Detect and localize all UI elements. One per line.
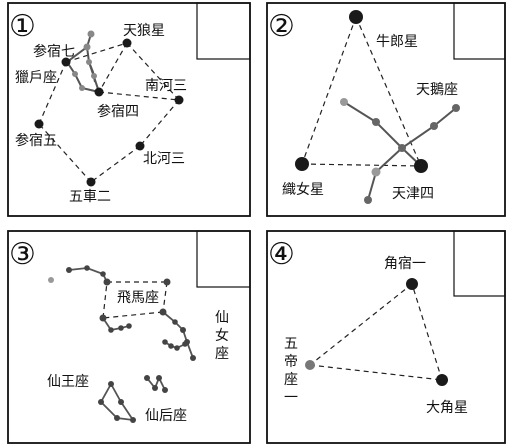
star	[452, 104, 460, 112]
panel-3-diagram: ③ 飛馬座 仙 女 座 仙王座 仙后座	[7, 230, 251, 444]
label-nanhe: 南河三	[145, 78, 187, 94]
star	[72, 71, 78, 77]
panel-1-stars	[34, 30, 184, 187]
panel-2-stars	[295, 10, 460, 204]
star-niulang	[349, 10, 363, 24]
label-wudi-2: 帝	[284, 354, 298, 370]
star	[340, 98, 348, 106]
label-beihe: 北河三	[143, 151, 185, 167]
label-dajiao: 大角星	[426, 400, 468, 416]
panel-2-dashed-lines	[301, 16, 422, 167]
star-tianjin	[414, 159, 428, 173]
label-xiannv-2: 女	[215, 327, 229, 344]
panel-1-corner-box	[196, 2, 251, 60]
panel-4-stars	[305, 278, 448, 386]
panel-4-diagram: ④ 角宿一 五 帝 座 一 大角星	[266, 230, 506, 444]
orion-figure	[66, 33, 100, 93]
label-wudi-1: 五	[284, 336, 298, 352]
panel-2-diagram: ② 牛郎星 天鵝座 織女星 天津四	[266, 2, 506, 217]
label-jiaosu: 角宿一	[384, 255, 426, 272]
panel-2-frame	[266, 2, 506, 217]
panel-1: ① 参宿七 天狼星 獵戶座 南河三 参宿四 参宿五 北河三 五車二	[7, 2, 251, 217]
label-wudi-3: 座	[284, 372, 298, 388]
star-zhinv	[295, 157, 309, 171]
panel-3-frame	[7, 230, 251, 444]
star	[87, 30, 95, 38]
star	[364, 196, 372, 204]
label-xianwang: 仙王座	[47, 374, 89, 390]
label-xiannv-3: 座	[215, 346, 229, 362]
star-shen-wu	[34, 119, 44, 129]
star	[372, 118, 380, 126]
panel-number: ③	[9, 237, 36, 272]
star-shen-si	[94, 87, 104, 97]
label-niulang: 牛郎星	[376, 34, 418, 50]
star-beihe	[135, 141, 145, 151]
label-feima: 飛馬座	[117, 290, 159, 306]
label-shen-si: 参宿四	[97, 103, 139, 120]
star	[83, 43, 91, 51]
panel-4-dashed-triangle	[309, 283, 443, 381]
label-wuche: 五車二	[69, 188, 111, 205]
label-zhinv: 織女星	[282, 181, 324, 198]
panel-2: ② 牛郎星 天鵝座 織女星 天津四	[266, 2, 506, 217]
star	[371, 167, 381, 177]
label-xianhou: 仙后座	[145, 408, 187, 424]
panel-4-frame	[266, 230, 506, 444]
star	[398, 144, 406, 152]
label-shen-wu: 参宿五	[15, 132, 57, 149]
star-nanhe	[174, 95, 184, 105]
star	[86, 59, 92, 65]
star-shen-qi	[61, 57, 71, 67]
panel-number: ①	[9, 9, 36, 44]
star-wuche	[86, 177, 96, 187]
panel-3-corner-box	[196, 230, 251, 288]
panel-1-diagram: ① 参宿七 天狼星 獵戶座 南河三 参宿四 参宿五 北河三 五車二	[7, 2, 251, 217]
label-wudi-4: 一	[284, 390, 298, 406]
panel-3-stars	[48, 265, 196, 423]
panel-2-corner-box	[453, 2, 506, 60]
label-xiannv-1: 仙	[215, 310, 229, 326]
panel-4: ④ 角宿一 五 帝 座 一 大角星	[266, 230, 506, 444]
label-liehu: 獵戶座	[15, 70, 57, 86]
label-tianlang: 天狼星	[123, 23, 165, 39]
star	[430, 122, 438, 130]
panel-1-dashed-lines	[38, 42, 180, 183]
panel-number: ②	[268, 9, 295, 44]
pegasus-square	[102, 281, 168, 319]
label-tianjin: 天津四	[392, 186, 434, 202]
star	[91, 73, 97, 79]
star-wudi	[305, 360, 315, 370]
panel-4-corner-box	[453, 230, 506, 297]
star-jiaosu	[406, 278, 418, 290]
label-tiane: 天鵝座	[416, 82, 458, 98]
star-dajiao	[436, 374, 448, 386]
panel-1-frame	[7, 2, 251, 217]
star	[79, 85, 85, 91]
panel-number: ④	[268, 237, 295, 272]
panel-3: ③ 飛馬座 仙 女 座 仙王座 仙后座	[7, 230, 251, 444]
label-shen-qi: 参宿七	[33, 43, 75, 60]
star-tianlang	[122, 38, 132, 48]
